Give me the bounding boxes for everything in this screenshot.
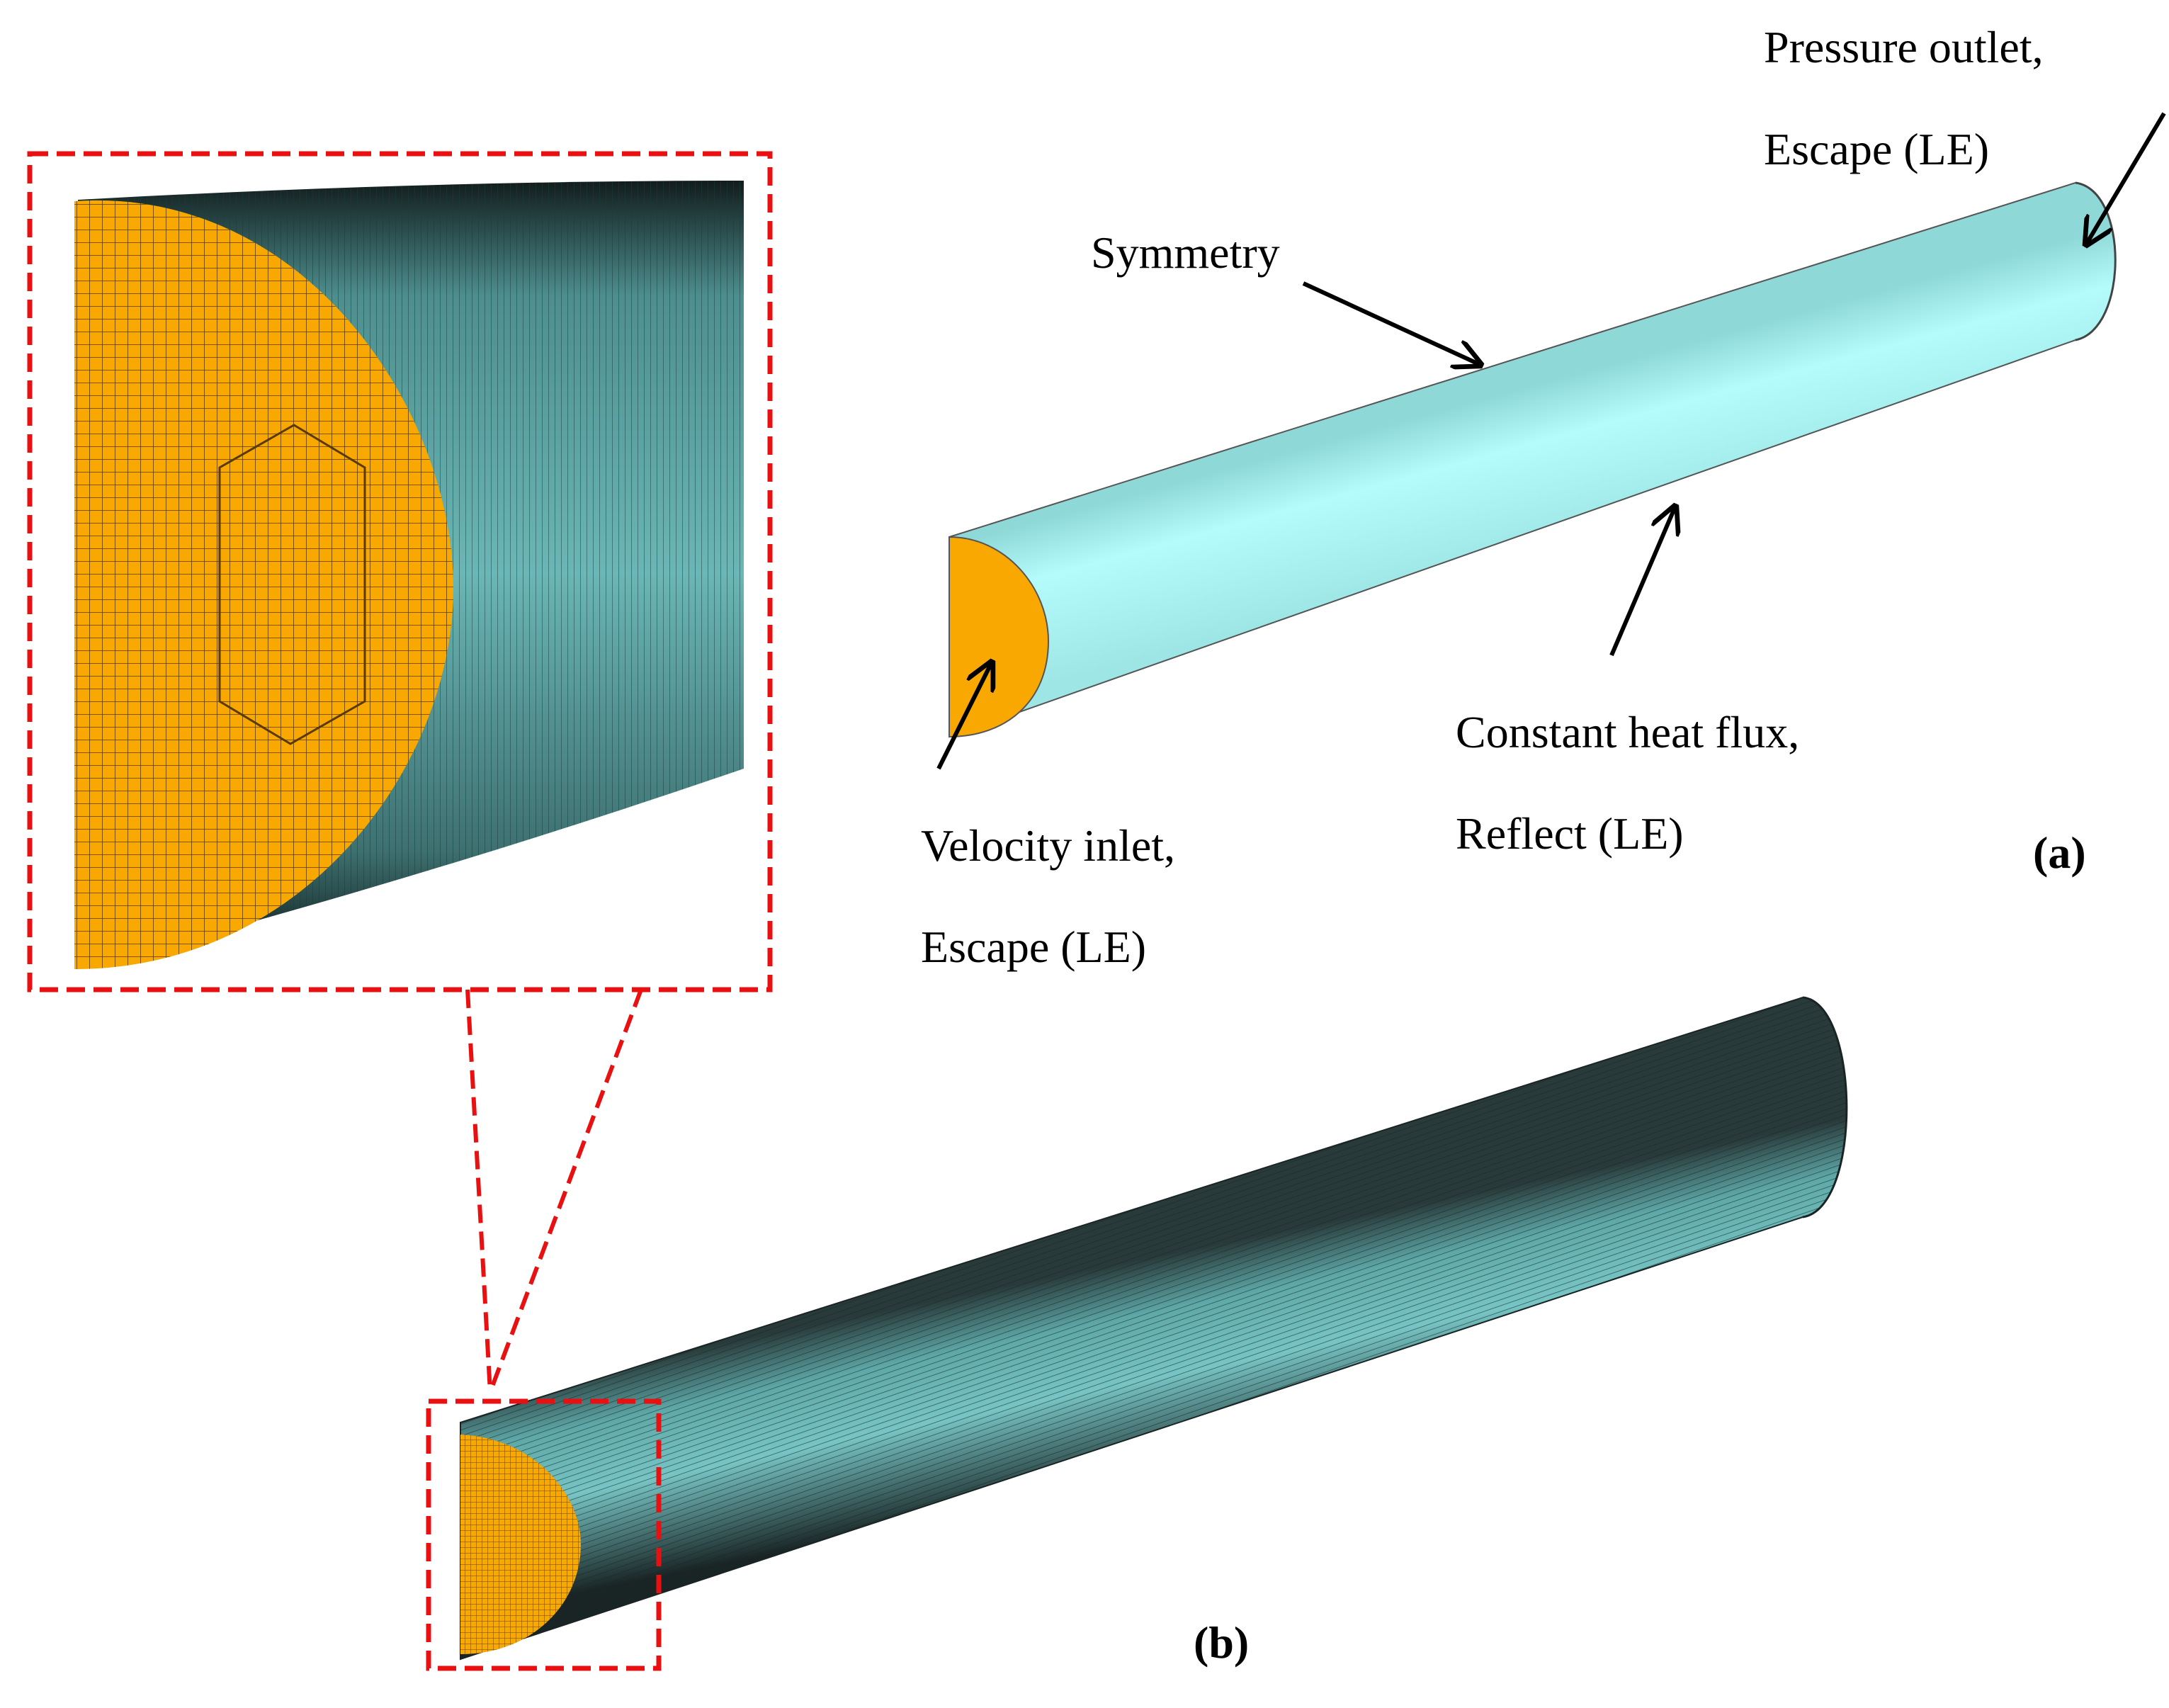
panel-label-b: (b) xyxy=(1194,1617,1249,1668)
zoom-connector-left xyxy=(465,989,492,1393)
arrow-heat-flux xyxy=(1609,507,1675,657)
label-heat-flux-le: Reflect (LE) xyxy=(1456,808,1684,859)
pipe-outlet-edge xyxy=(2075,181,2117,341)
mesh-outlet-edge xyxy=(1802,996,1848,1218)
zoom-connector-right xyxy=(488,988,643,1393)
arrow-pressure-outlet xyxy=(2086,112,2166,244)
label-velocity-inlet: Velocity inlet, xyxy=(921,820,1175,871)
arrow-velocity-inlet xyxy=(936,662,992,770)
zoom-box-small xyxy=(426,1398,662,1671)
label-pressure-outlet: Pressure outlet, xyxy=(1764,22,2044,72)
zoom-inset xyxy=(74,181,744,970)
label-heat-flux: Constant heat flux, xyxy=(1456,707,1799,757)
label-symmetry: Symmetry xyxy=(1091,227,1280,278)
annotation-arrows xyxy=(936,112,2166,770)
mesh-geometry xyxy=(460,996,1848,1661)
arrow-symmetry xyxy=(1302,281,1480,365)
label-pressure-outlet-le: Escape (LE) xyxy=(1764,124,1989,174)
zoom-box-large xyxy=(27,151,773,992)
label-velocity-inlet-le: Escape (LE) xyxy=(921,922,1146,972)
panel-label-a: (a) xyxy=(2033,827,2086,878)
